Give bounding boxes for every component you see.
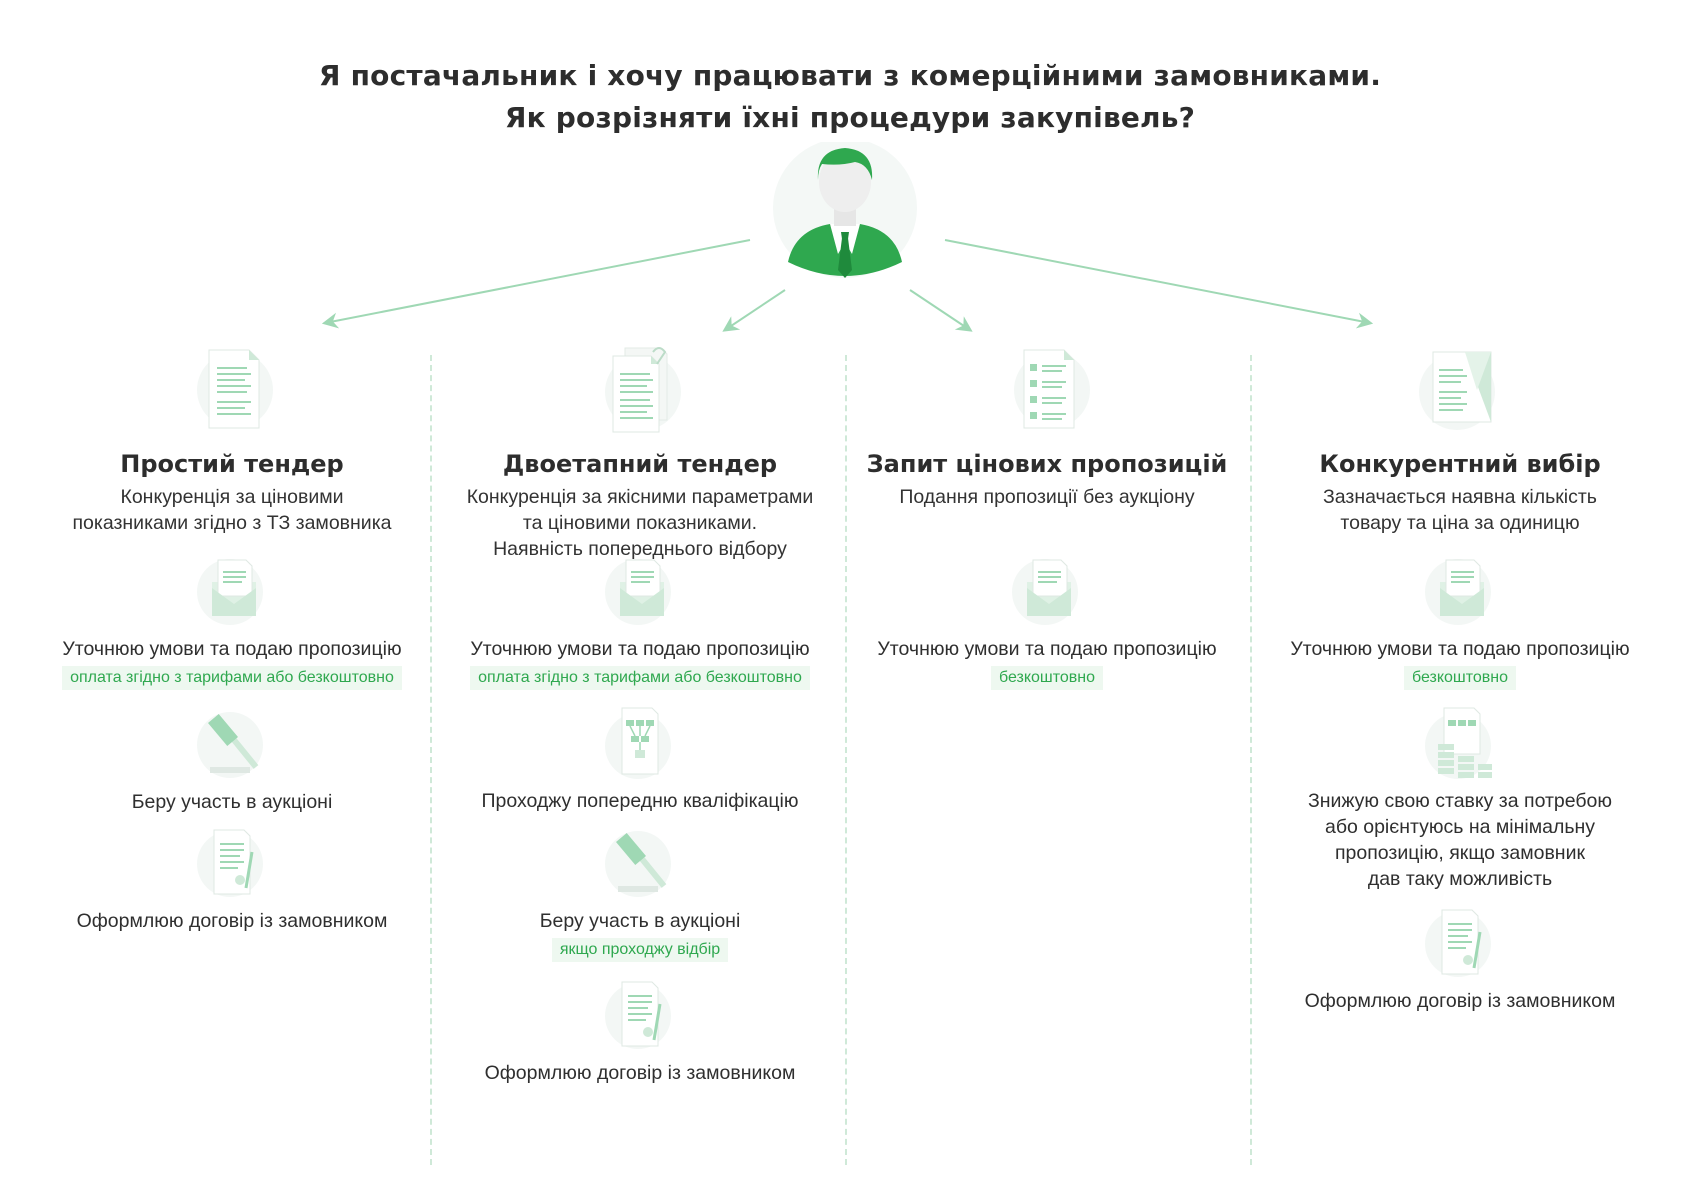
step-auction: Беру участь в аукціоні xyxy=(37,705,427,815)
step-text-line-3: пропозицію, якщо замовник xyxy=(1335,842,1585,864)
checklist-icon xyxy=(1014,349,1090,429)
contract-icon xyxy=(1425,909,1491,977)
envelope-icon xyxy=(197,559,263,625)
step-note: оплата згідно з тарифами або безкоштовно xyxy=(62,666,402,690)
column-price-request: Запит цінових пропозицій Подання пропози… xyxy=(852,340,1242,690)
column-simple-tender: Простий тендер Конкуренція за ціновими п… xyxy=(37,340,427,932)
column-description: Подання пропозиції без аукціону xyxy=(899,486,1195,508)
step-contract: Оформлюю договір із замовником xyxy=(1265,904,1655,1014)
step-auction: Беру участь в аукціоні якщо проходжу від… xyxy=(445,824,835,962)
step-submit-proposal: Уточнюю умови та подаю пропозицію безкош… xyxy=(1265,552,1655,690)
step-qualification: Проходжу попередню кваліфікацію xyxy=(445,704,835,814)
step-submit-proposal: Уточнюю умови та подаю пропозицію безкош… xyxy=(852,552,1242,690)
step-text: Беру участь в аукціоні xyxy=(539,910,741,932)
document-folded-icon xyxy=(1419,351,1495,430)
step-text-line-1: Знижую свою ставку за потребою xyxy=(1307,790,1613,812)
step-text: Уточнюю умови та подаю пропозицію xyxy=(1290,638,1630,660)
column-competitive-choice: Конкурентний вибір Зазначається наявна к… xyxy=(1265,340,1655,1012)
step-lower-bid: Знижую свою ставку за потребою або орієн… xyxy=(1265,704,1655,892)
column-description: Конкуренція за ціновими показниками згід… xyxy=(72,486,392,534)
step-text: Оформлюю договір із замовником xyxy=(1304,990,1616,1012)
gavel-icon xyxy=(605,831,671,897)
column-description: Конкуренція за якісними параметрами та ц… xyxy=(466,486,814,560)
step-text: Уточнюю умови та подаю пропозицію xyxy=(470,638,810,660)
step-text-line-2: або орієнтуюсь на мінімальну xyxy=(1324,816,1596,838)
column-divider-3 xyxy=(1250,355,1252,1165)
column-title: Двоетапний тендер xyxy=(502,450,778,478)
qualification-icon xyxy=(605,707,671,779)
step-note: безкоштовно xyxy=(1403,666,1517,690)
supplier-avatar-icon xyxy=(773,142,917,278)
step-text: Беру участь в аукціоні xyxy=(131,791,333,813)
arrow-to-competitive-choice xyxy=(944,239,1374,329)
title-line-2: Як розрізняти їхні процедури закупівель? xyxy=(504,101,1196,134)
contract-icon xyxy=(197,829,263,897)
step-submit-proposal: Уточнюю умови та подаю пропозицію оплата… xyxy=(37,552,427,690)
bid-icon xyxy=(1425,707,1492,779)
step-note: якщо проходжу відбір xyxy=(551,938,729,962)
column-divider-1 xyxy=(430,355,432,1165)
column-title: Простий тендер xyxy=(120,450,344,478)
column-title: Запит цінових пропозицій xyxy=(866,450,1228,478)
contract-icon xyxy=(605,981,671,1049)
step-note: оплата згідно з тарифами або безкоштовно xyxy=(470,666,810,690)
step-contract: Оформлюю договір із замовником xyxy=(37,824,427,934)
step-text: Проходжу попередню кваліфікацію xyxy=(481,790,799,812)
title-line-1: Я постачальник і хочу працювати з комерц… xyxy=(318,59,1382,92)
step-text: Оформлюю договір із замовником xyxy=(76,910,388,932)
step-note: безкоштовно xyxy=(990,666,1104,690)
document-clip-icon xyxy=(605,347,681,433)
step-text: Уточнюю умови та подаю пропозицію xyxy=(877,638,1217,660)
gavel-icon xyxy=(197,712,263,778)
column-description: Зазначається наявна кількість товару та … xyxy=(1323,486,1597,534)
document-icon xyxy=(197,349,273,429)
arrow-to-price-request xyxy=(909,289,973,332)
envelope-icon xyxy=(1425,559,1491,625)
step-contract: Оформлюю договір із замовником xyxy=(445,976,835,1086)
column-title: Конкурентний вибір xyxy=(1319,450,1601,478)
arrow-to-two-stage-tender xyxy=(722,289,786,332)
page-title: Я постачальник і хочу працювати з комерц… xyxy=(0,55,1684,139)
step-submit-proposal: Уточнюю умови та подаю пропозицію оплата… xyxy=(445,552,835,690)
step-text-line-4: дав таку можливість xyxy=(1367,868,1553,890)
envelope-icon xyxy=(605,559,671,625)
arrow-to-simple-tender xyxy=(321,239,751,329)
column-two-stage-tender: Двоетапний тендер Конкуренція за якісним… xyxy=(445,340,835,1084)
step-text: Оформлюю договір із замовником xyxy=(484,1062,796,1084)
envelope-icon xyxy=(1012,559,1078,625)
step-text: Уточнюю умови та подаю пропозицію xyxy=(62,638,402,660)
column-divider-2 xyxy=(845,355,847,1165)
